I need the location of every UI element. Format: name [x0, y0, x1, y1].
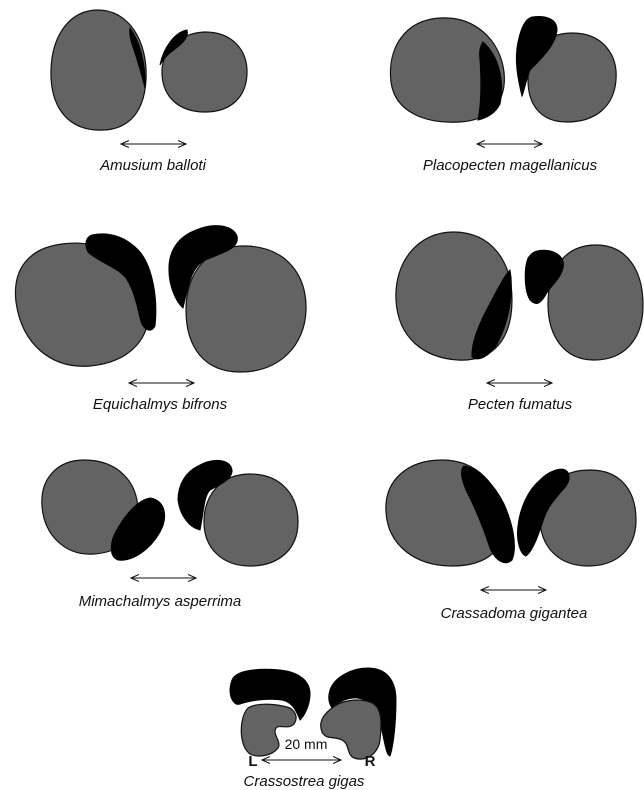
species-label: Equichalmys bifrons — [93, 396, 228, 413]
species-label: Mimachalmys asperrima — [79, 593, 242, 610]
amusium-balloti-drawing — [51, 10, 247, 144]
placopecten-magellanicus-drawing — [390, 17, 616, 144]
right-valve — [186, 246, 306, 372]
equichalmys-bifrons-drawing — [15, 226, 306, 383]
right-valve — [321, 700, 381, 759]
scale-bar-label: 20 mm — [285, 736, 328, 752]
right-valve-marker: R — [365, 753, 376, 770]
species-label: Pecten fumatus — [468, 396, 573, 413]
left-valve — [51, 10, 146, 130]
left-valve-marker: L — [248, 753, 257, 770]
mimachalmys-asperrima-drawing — [42, 460, 298, 578]
species-label: Amusium balloti — [99, 157, 207, 174]
crassadoma-gigantea-drawing — [386, 460, 636, 590]
species-label: Crassadoma gigantea — [441, 605, 588, 622]
species-label: Crassostrea gigas — [244, 773, 365, 790]
right-valve — [204, 474, 298, 566]
species-label: Placopecten magellanicus — [423, 157, 598, 174]
pecten-fumatus-drawing — [396, 232, 643, 383]
